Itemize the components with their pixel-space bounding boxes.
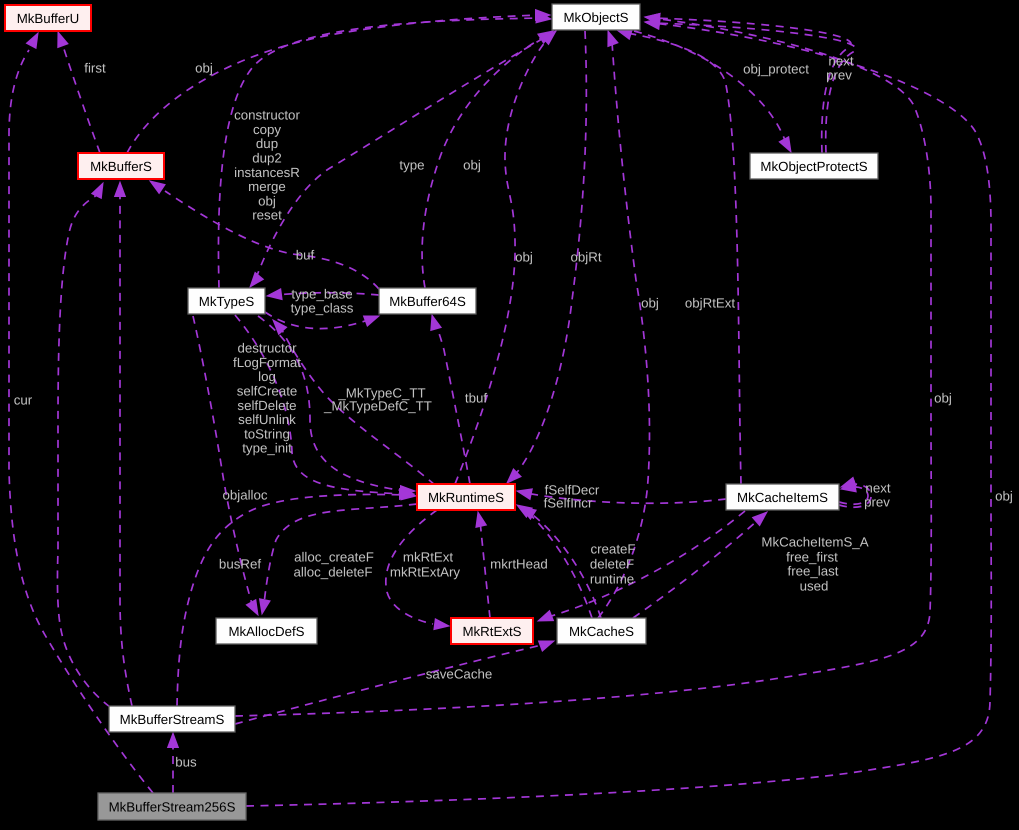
svg-text:next: next <box>828 54 853 69</box>
svg-text:obj: obj <box>258 193 276 208</box>
svg-text:createF: createF <box>590 542 635 557</box>
svg-text:busRef: busRef <box>219 557 261 572</box>
svg-text:MkBufferU: MkBufferU <box>17 11 80 26</box>
svg-text:fSelfDecr: fSelfDecr <box>545 483 600 498</box>
svg-text:MkObjectS: MkObjectS <box>563 10 628 25</box>
svg-text:obj: obj <box>463 158 481 173</box>
svg-text:copy: copy <box>253 122 281 137</box>
svg-text:_MkTypeC_TT: _MkTypeC_TT <box>337 386 425 401</box>
svg-text:type_init: type_init <box>242 441 292 456</box>
svg-text:MkCacheS: MkCacheS <box>569 624 634 639</box>
svg-text:reset: reset <box>252 208 282 223</box>
svg-text:MkTypeS: MkTypeS <box>199 294 255 309</box>
svg-text:first: first <box>84 61 106 76</box>
svg-text:mkrtHead: mkrtHead <box>490 557 548 572</box>
svg-text:fSelfIncr: fSelfIncr <box>544 496 593 511</box>
svg-text:MkAllocDefS: MkAllocDefS <box>228 624 304 639</box>
svg-text:type_class: type_class <box>291 301 354 316</box>
svg-text:cur: cur <box>14 393 33 408</box>
svg-text:constructor: constructor <box>234 108 300 123</box>
svg-text:mkRtExtAry: mkRtExtAry <box>390 565 461 580</box>
svg-text:alloc_createF: alloc_createF <box>294 550 374 565</box>
svg-text:bus: bus <box>175 755 197 770</box>
svg-text:deleteF: deleteF <box>590 557 634 572</box>
svg-text:next: next <box>865 481 890 496</box>
svg-text:free_first: free_first <box>786 550 838 565</box>
svg-text:MkBufferS: MkBufferS <box>90 159 152 174</box>
svg-text:type: type <box>399 158 424 173</box>
svg-text:alloc_deleteF: alloc_deleteF <box>293 565 372 580</box>
svg-text:MkCacheItemS_A: MkCacheItemS_A <box>761 535 868 550</box>
svg-text:buf: buf <box>296 248 315 263</box>
svg-text:MkRtExtS: MkRtExtS <box>462 624 521 639</box>
svg-text:obj: obj <box>195 61 213 76</box>
svg-text:obj: obj <box>641 296 659 311</box>
svg-text:log: log <box>258 369 276 384</box>
svg-text:dup: dup <box>256 136 278 151</box>
svg-text:MkCacheItemS: MkCacheItemS <box>737 490 828 505</box>
svg-text:free_last: free_last <box>788 564 839 579</box>
svg-text:prev: prev <box>864 495 890 510</box>
svg-text:selfDelete: selfDelete <box>237 398 296 413</box>
svg-text:selfUnlink: selfUnlink <box>238 412 296 427</box>
svg-text:MkBufferStream256S: MkBufferStream256S <box>109 799 236 814</box>
svg-text:MkObjectProtectS: MkObjectProtectS <box>760 159 867 174</box>
svg-text:toString: toString <box>244 426 290 441</box>
svg-text:used: used <box>800 579 829 594</box>
svg-text:objRtExt: objRtExt <box>685 296 736 311</box>
svg-text:destructor: destructor <box>237 341 297 356</box>
svg-text:type_base: type_base <box>291 287 352 302</box>
svg-text:obj: obj <box>934 391 952 406</box>
svg-text:instancesR: instancesR <box>234 165 300 180</box>
svg-text:dup2: dup2 <box>252 151 282 166</box>
svg-text:prev: prev <box>826 68 852 83</box>
svg-text:objRt: objRt <box>570 250 601 265</box>
svg-text:fLogFormat: fLogFormat <box>233 355 301 370</box>
svg-text:MkRuntimeS: MkRuntimeS <box>428 490 504 505</box>
svg-text:tbuf: tbuf <box>465 391 487 406</box>
svg-text:objalloc: objalloc <box>222 488 267 503</box>
svg-text:runtime: runtime <box>590 572 634 587</box>
svg-text:saveCache: saveCache <box>426 667 493 682</box>
svg-text:obj: obj <box>995 489 1013 504</box>
svg-text:merge: merge <box>248 179 286 194</box>
svg-text:MkBufferStreamS: MkBufferStreamS <box>120 712 225 727</box>
svg-text:mkRtExt: mkRtExt <box>403 550 454 565</box>
svg-text:MkBuffer64S: MkBuffer64S <box>389 294 466 309</box>
svg-text:selfCreate: selfCreate <box>237 384 298 399</box>
svg-text:obj: obj <box>515 250 533 265</box>
svg-text:_MkTypeDefC_TT: _MkTypeDefC_TT <box>323 399 432 414</box>
svg-text:obj_protect: obj_protect <box>743 62 809 77</box>
